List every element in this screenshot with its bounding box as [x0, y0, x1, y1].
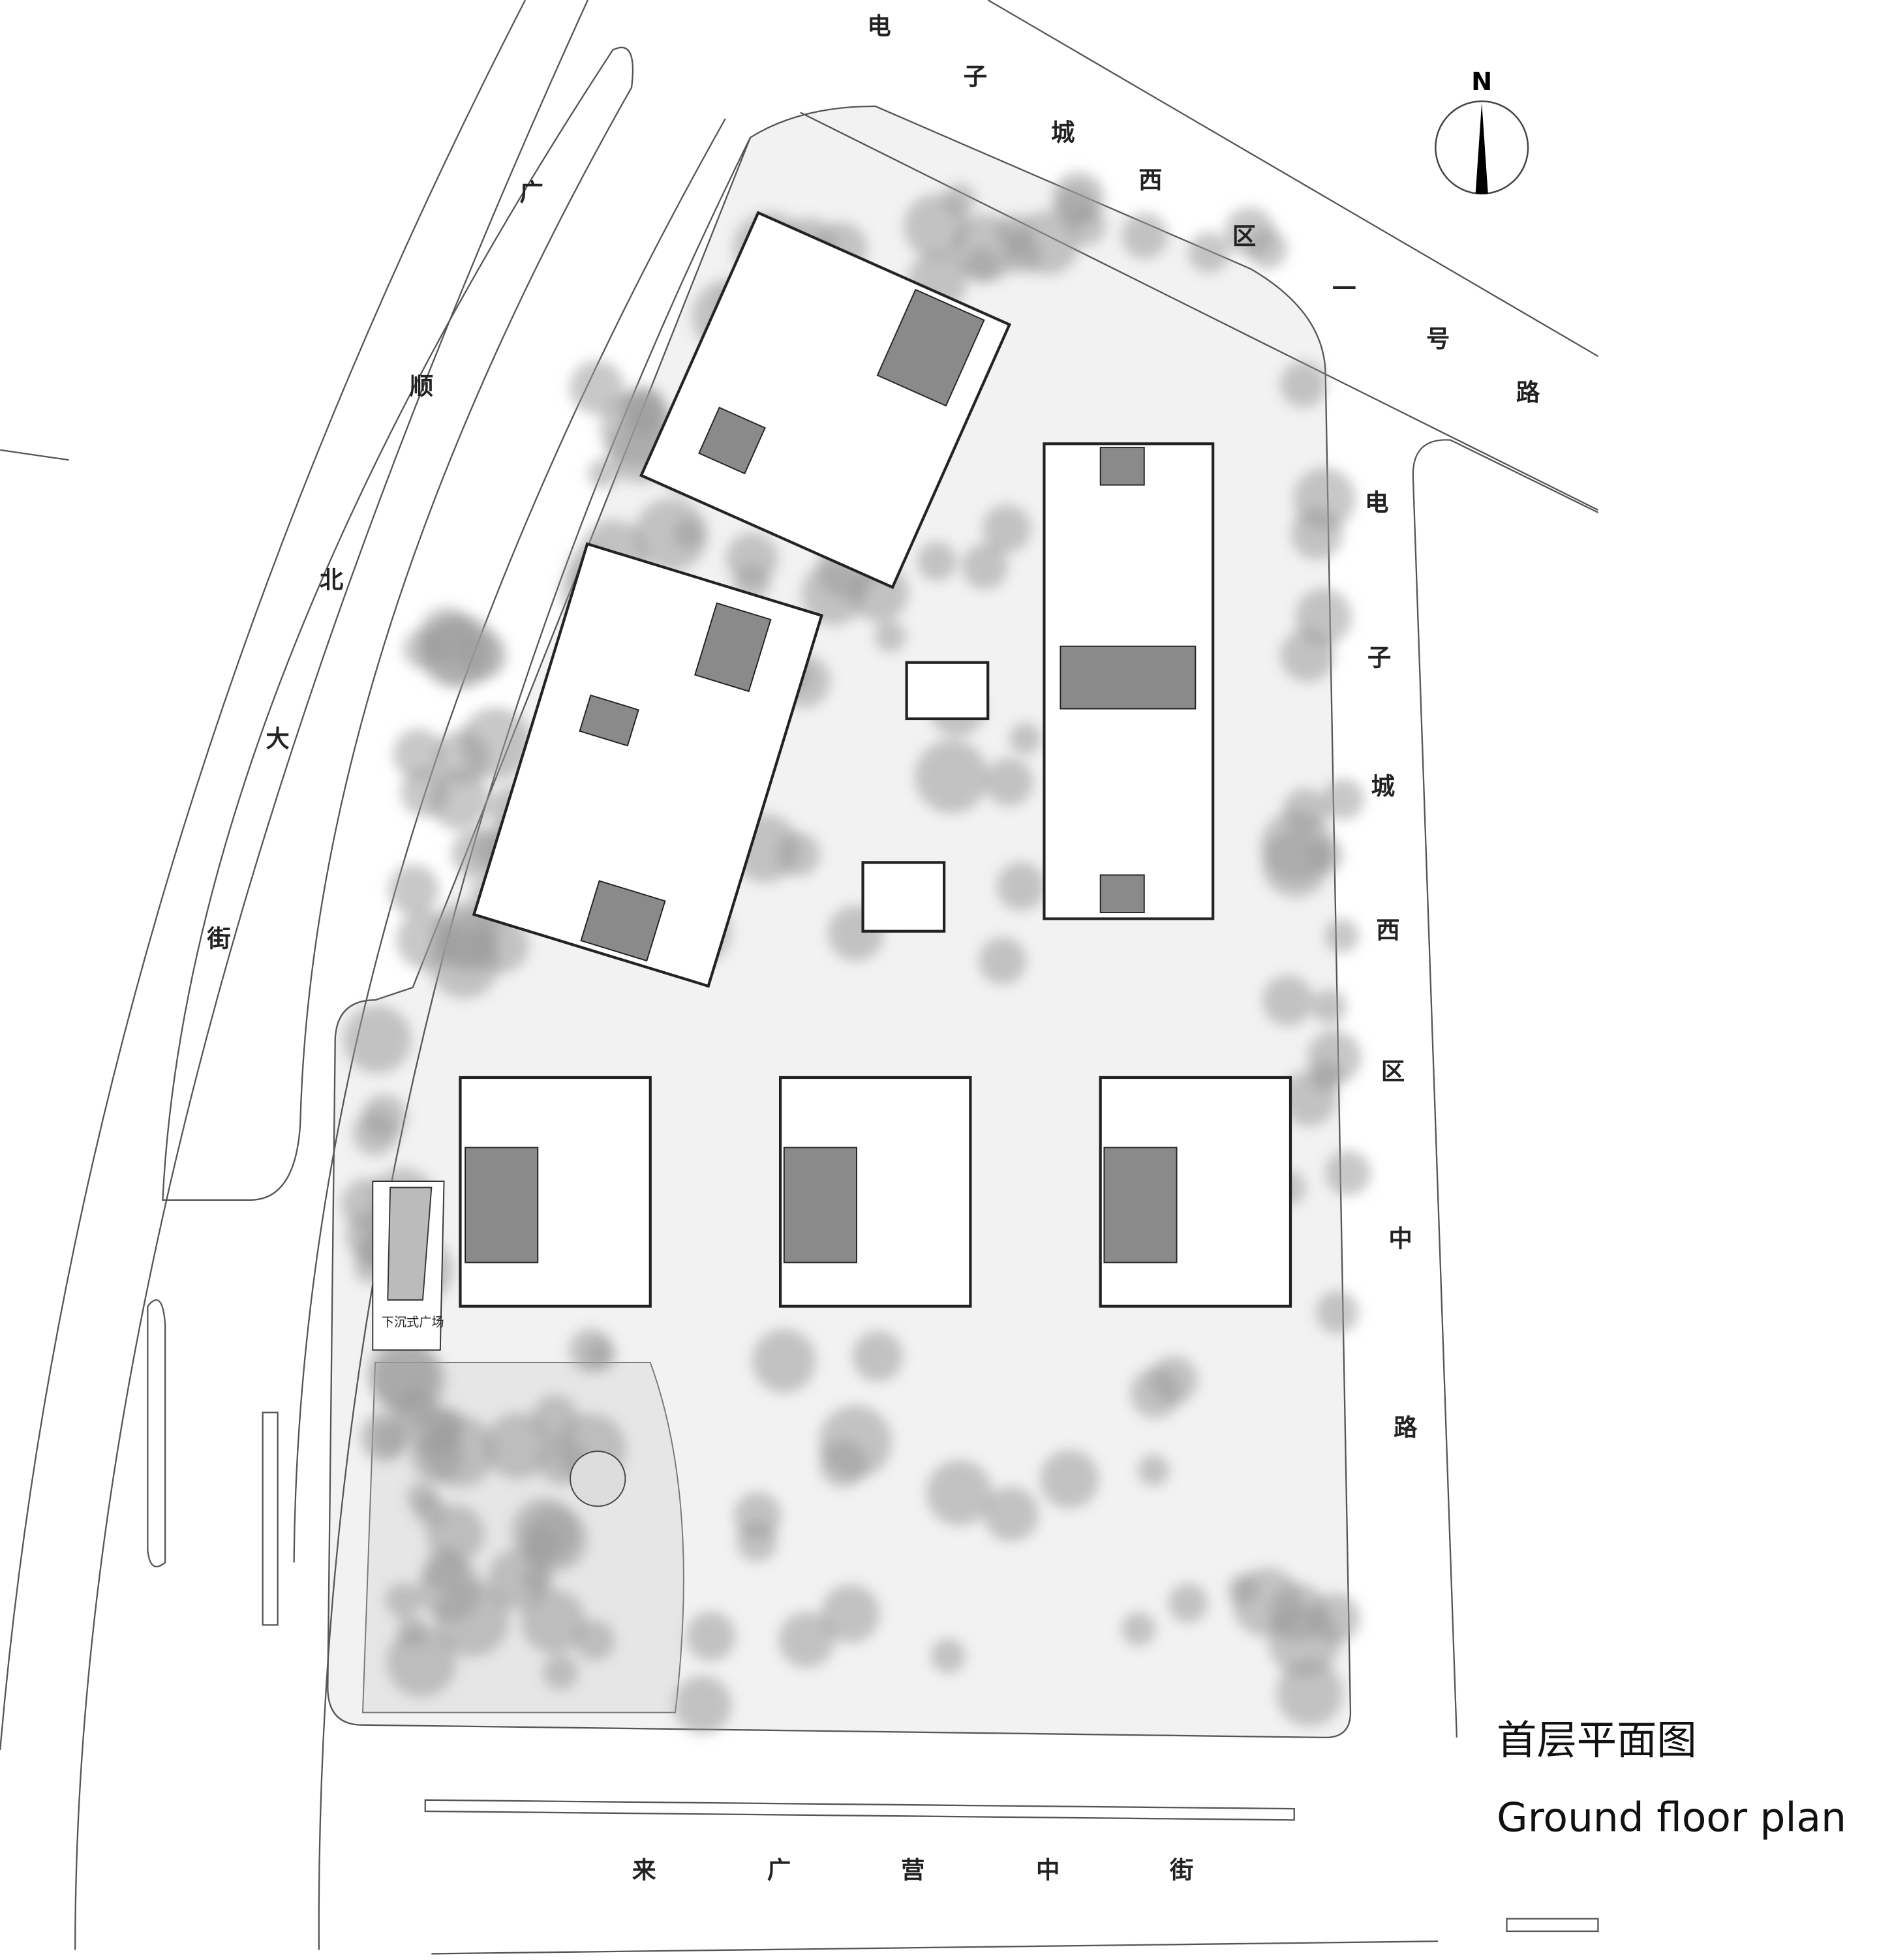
tree-icon	[983, 1486, 1039, 1542]
tree-icon	[996, 862, 1046, 911]
tree-icon	[874, 620, 906, 652]
tree-icon	[962, 543, 1008, 590]
tree-icon	[1040, 1450, 1099, 1509]
tree-icon	[736, 1520, 778, 1562]
road-label-south: 来广营中街	[632, 1856, 1193, 1884]
tree-icon	[1290, 507, 1343, 560]
tree-icon	[1295, 588, 1352, 645]
building-a	[639, 211, 1012, 590]
tree-icon	[522, 1563, 553, 1595]
tree-icon	[1015, 210, 1080, 275]
tree-icon	[915, 740, 988, 813]
tree-icon	[917, 541, 956, 581]
tree-icon	[521, 1590, 586, 1653]
tree-icon	[1316, 1291, 1359, 1334]
tree-icon	[568, 1328, 613, 1373]
tree-icon	[1325, 1150, 1371, 1196]
tree-icon	[634, 498, 708, 572]
tree-icon	[543, 1654, 578, 1690]
tree-icon	[943, 183, 976, 217]
tree-icon	[386, 1582, 421, 1618]
tree-icon	[588, 459, 618, 489]
tree-icon	[1312, 989, 1347, 1024]
tree-icon	[1324, 918, 1359, 953]
tree-icon	[930, 1638, 966, 1673]
tree-icon	[570, 360, 624, 415]
tree-icon	[619, 390, 666, 437]
tree-icon	[343, 1005, 412, 1074]
building-f	[1099, 1076, 1292, 1308]
tree-icon	[752, 1329, 816, 1393]
tree-icon	[1150, 1356, 1198, 1404]
tree-icon	[1121, 1612, 1155, 1646]
tree-icon	[673, 518, 705, 550]
tree-icon	[801, 562, 865, 626]
tree-icon	[1168, 1583, 1208, 1623]
tree-icon	[352, 1110, 398, 1156]
tree-icon	[431, 902, 495, 965]
tree-icon	[1225, 207, 1275, 258]
tree-icon	[1280, 361, 1326, 408]
tree-icon	[435, 1582, 510, 1657]
tree-icon	[1260, 810, 1333, 882]
tree-icon	[1121, 213, 1168, 259]
sunken-plaza-label: 下沉式广场	[382, 1314, 444, 1329]
tree-icon	[525, 1527, 558, 1560]
tree-icon	[574, 1620, 615, 1661]
tree-icon	[673, 1676, 732, 1734]
tree-icon	[487, 1548, 549, 1610]
tree-icon	[1322, 778, 1364, 820]
tree-icon	[423, 1415, 496, 1487]
tree-icon	[821, 1584, 880, 1643]
tree-icon	[1276, 1659, 1343, 1726]
tree-icon	[984, 758, 1033, 806]
tree-icon	[1056, 186, 1096, 226]
tree-icon	[852, 1331, 903, 1381]
tree-icon	[451, 829, 499, 877]
building-b	[472, 542, 824, 988]
tree-icon	[393, 729, 444, 780]
tree-icon	[926, 1460, 992, 1526]
tree-icon	[414, 1495, 446, 1527]
sunken-plaza: 下沉式广场	[372, 1181, 445, 1351]
tree-icon	[485, 1413, 551, 1479]
tree-icon	[388, 864, 439, 915]
tree-icon	[429, 768, 491, 830]
tree-icon	[423, 1547, 468, 1591]
tree-icon	[983, 504, 1031, 553]
title-en: Ground floor plan	[1497, 1795, 1846, 1841]
tree-icon	[386, 1627, 457, 1697]
north-label: N	[1471, 67, 1492, 97]
tree-icon	[1228, 1574, 1259, 1605]
building-e	[778, 1076, 972, 1308]
tree-icon	[819, 1405, 892, 1479]
tree-icon	[1310, 1059, 1343, 1093]
building-d	[459, 1076, 652, 1308]
tree-icon	[360, 1412, 410, 1462]
tree-icon	[1009, 723, 1041, 755]
tree-icon	[778, 1612, 835, 1668]
tree-icon	[1138, 1455, 1170, 1486]
tree-icon	[1188, 232, 1229, 273]
north-arrow-icon: N	[1435, 67, 1529, 195]
road-label-east: 电子城西区中路	[1365, 489, 1418, 1441]
title-zh: 首层平面图	[1497, 1717, 1697, 1764]
tree-icon	[397, 1616, 429, 1647]
building-c	[861, 442, 1215, 933]
plaza-circle	[570, 1451, 626, 1507]
tree-icon	[979, 937, 1026, 985]
tree-icon	[1262, 975, 1313, 1026]
tree-icon	[425, 614, 500, 689]
tree-icon	[951, 214, 1020, 282]
tree-icon	[686, 1611, 736, 1661]
